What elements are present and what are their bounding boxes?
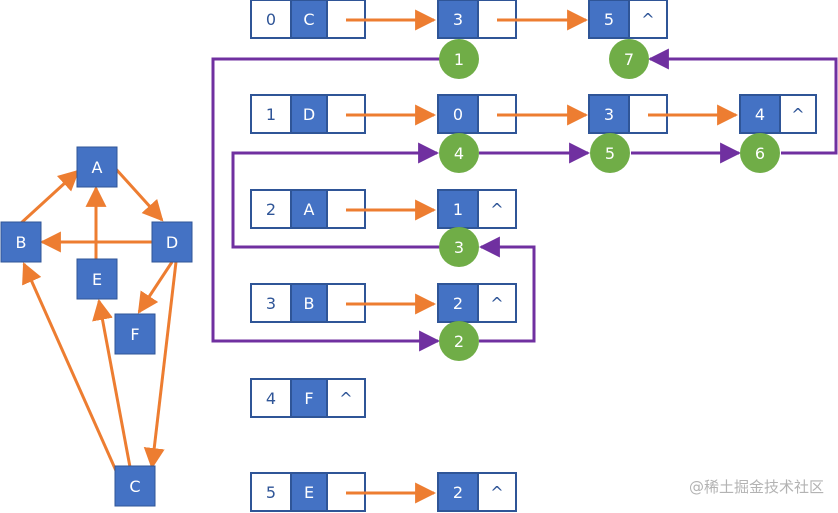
adjacency-list: 0 C 3 5 ^ 1 D 0 3 [250,0,817,512]
node-f-label: F [130,325,139,344]
edge-node-value: 1 [453,200,463,219]
row-vertex: B [304,294,315,313]
graph-edges [18,166,178,474]
row-vertex: E [304,483,314,502]
edge-node-value: 3 [453,10,463,29]
order-marker: 5 [590,133,630,173]
null-pointer: ^ [339,389,352,408]
order-marker: 1 [439,39,479,79]
node-e-label: E [92,270,102,289]
edge-d-c [143,261,178,470]
node-d: D [151,221,193,263]
row-vertex: C [303,10,314,29]
edge-node-value: 2 [453,294,463,313]
edge-b-a [18,169,80,226]
order-marker: 4 [439,133,479,173]
node-e: E [76,258,118,300]
row-index: 3 [266,294,276,313]
row-index: 0 [266,10,276,29]
edge-node-value: 2 [453,483,463,502]
adjacency-row: 3 B 2 ^ [250,283,517,323]
row-index: 4 [266,389,276,408]
null-pointer: ^ [641,10,654,29]
order-label: 2 [454,332,464,351]
node-f: F [114,313,156,355]
null-pointer: ^ [791,105,804,124]
node-b: B [0,221,42,263]
edge-node-value: 5 [604,10,614,29]
traversal-line-6-7 [647,48,838,155]
null-pointer: ^ [490,200,503,219]
row-index: 2 [266,200,276,219]
row-vertex: A [304,200,315,219]
traversal-path [211,48,838,352]
edge-node-value: 3 [604,105,614,124]
node-a: A [76,146,118,188]
null-pointer: ^ [490,483,503,502]
order-marker: 6 [740,133,780,173]
node-a-label: A [92,158,103,177]
row-index: 5 [266,483,276,502]
adjacency-row: 2 A 1 ^ [250,189,517,229]
edge-c-b [22,262,119,474]
traversal-line-1-2 [211,57,441,352]
node-c: C [114,465,156,507]
node-d-label: D [166,233,178,252]
node-b-label: B [16,233,27,252]
edge-a-d [113,166,164,222]
edge-node-value: 4 [755,105,765,124]
row-index: 1 [266,105,276,124]
edge-d-f [137,261,174,314]
row-vertex: D [303,105,315,124]
order-label: 4 [454,144,464,163]
adjacency-row: 4 F ^ [250,378,366,418]
order-label: 6 [755,144,765,163]
adjacency-row: 0 C 3 5 ^ [250,0,668,39]
node-c-label: C [129,477,140,496]
graph-nodes: A B D E F C [0,146,193,507]
order-marker: 2 [439,321,479,361]
adjacency-row: 1 D 0 3 4 ^ [250,94,817,134]
traversal-line-3-4 [231,142,440,249]
traversal-order-markers: 1 2 3 4 5 6 7 [439,39,780,361]
edge-c-e [92,298,132,468]
order-marker: 3 [439,227,479,267]
order-marker: 7 [609,39,649,79]
order-label: 5 [605,144,615,163]
row-vertex: F [304,389,313,408]
null-pointer: ^ [490,294,503,313]
order-label: 7 [624,50,634,69]
order-label: 1 [454,50,464,69]
adjacency-row: 5 E 2 ^ [250,472,517,512]
edge-node-value: 0 [453,105,463,124]
traversal-line-2-3 [478,236,536,343]
watermark: @稀土掘金技术社区 [688,478,824,496]
order-label: 3 [454,238,464,257]
